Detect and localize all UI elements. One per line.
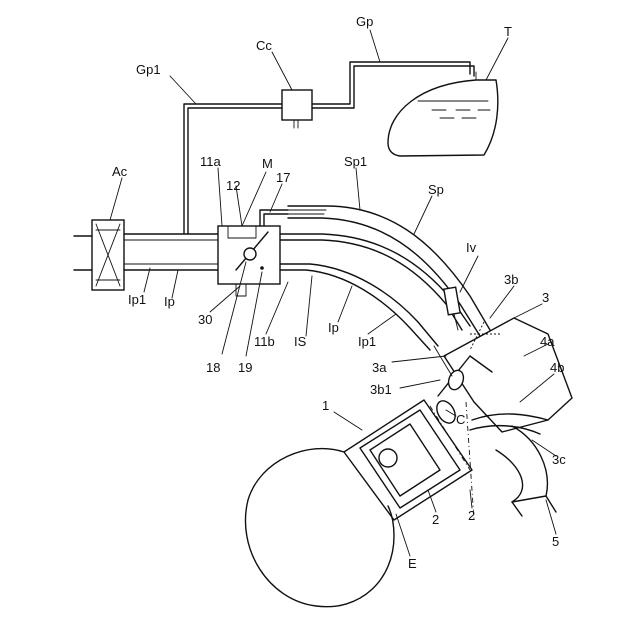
intake-manifold bbox=[280, 234, 470, 350]
label-18: 18 bbox=[206, 360, 220, 375]
label-3a: 3a bbox=[372, 360, 387, 375]
label-2-left: 2 bbox=[432, 512, 439, 527]
label-3b: 3b bbox=[504, 272, 518, 287]
label-IS: IS bbox=[294, 334, 307, 349]
label-17: 17 bbox=[276, 170, 290, 185]
intake-pipe bbox=[124, 234, 218, 270]
label-Cc: Cc bbox=[256, 38, 272, 53]
label-Sp: Sp bbox=[428, 182, 444, 197]
leader-lines bbox=[110, 30, 556, 556]
fuel-tank bbox=[388, 72, 498, 156]
label-E: E bbox=[408, 556, 417, 571]
label-Ac: Ac bbox=[112, 164, 128, 179]
label-11a: 11a bbox=[200, 154, 221, 169]
label-Gp: Gp bbox=[356, 14, 373, 29]
label-M: M bbox=[262, 156, 273, 171]
label-12: 12 bbox=[226, 178, 240, 193]
label-4a: 4a bbox=[540, 334, 555, 349]
label-Ip-mid: Ip bbox=[328, 320, 339, 335]
label-1: 1 bbox=[322, 398, 329, 413]
label-11b: 11b bbox=[254, 334, 275, 349]
label-C: C bbox=[456, 412, 465, 427]
label-T: T bbox=[504, 24, 512, 39]
label-5: 5 bbox=[552, 534, 559, 549]
label-3c: 3c bbox=[552, 452, 566, 467]
label-19: 19 bbox=[238, 360, 252, 375]
crankcase bbox=[245, 449, 394, 607]
canister bbox=[282, 90, 312, 128]
label-Gp1: Gp1 bbox=[136, 62, 161, 77]
label-30: 30 bbox=[198, 312, 212, 327]
label-2-right: 2 bbox=[468, 508, 475, 523]
label-4b: 4b bbox=[550, 360, 564, 375]
label-3b1: 3b1 bbox=[370, 382, 392, 397]
label-Iv: Iv bbox=[466, 240, 477, 255]
label-Ip-left: Ip bbox=[164, 294, 175, 309]
label-Ip1-left: Ip1 bbox=[128, 292, 146, 307]
secondary-pipe bbox=[288, 206, 490, 336]
mixer-block bbox=[218, 210, 288, 296]
label-3: 3 bbox=[542, 290, 549, 305]
label-Sp1: Sp1 bbox=[344, 154, 367, 169]
label-Ip1-mid: Ip1 bbox=[358, 334, 376, 349]
air-cleaner bbox=[74, 220, 124, 290]
